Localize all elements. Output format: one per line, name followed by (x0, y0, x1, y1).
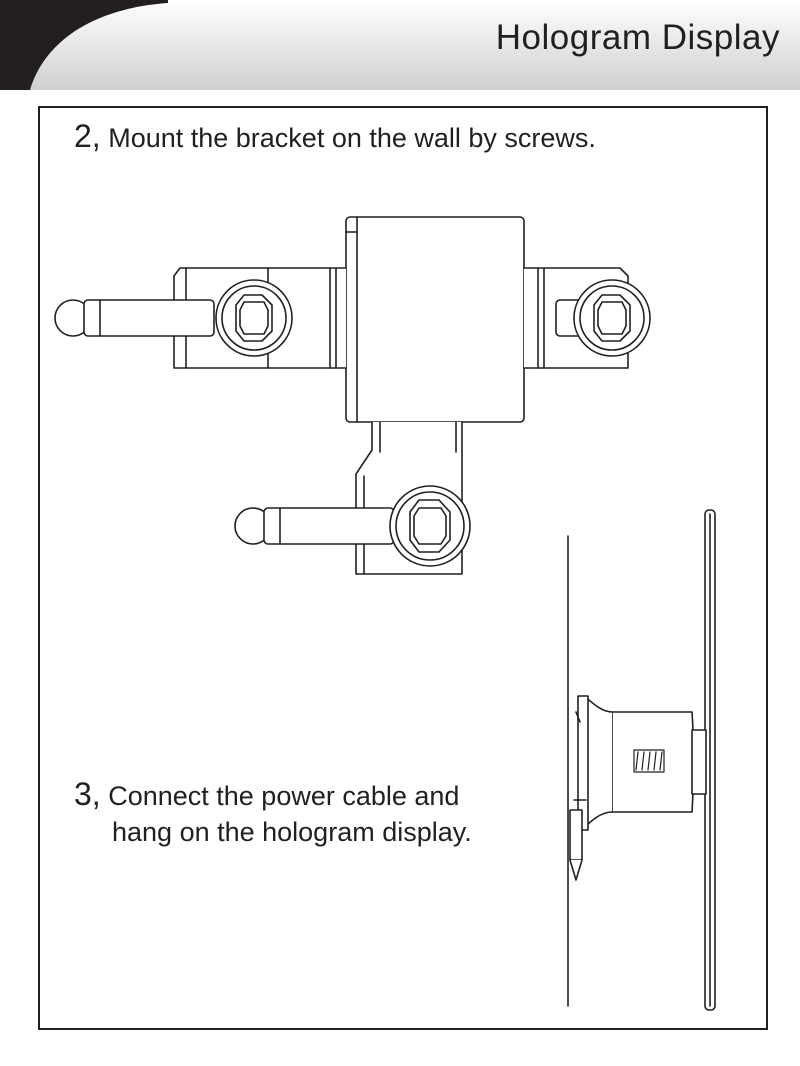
screw-left (215, 279, 293, 357)
step-2-instruction: Mount the bracket on the wall by screws. (108, 123, 596, 153)
step-3-instruction-line2: hang on the hologram display. (112, 817, 472, 847)
screw-lower (389, 485, 471, 567)
wall-mount-plate (569, 809, 583, 861)
step-2-number: 2, (74, 118, 101, 154)
instruction-panel: 2, Mount the bracket on the wall by scre… (38, 106, 768, 1030)
wall-anchor-lower (234, 507, 395, 545)
top-screw (575, 711, 581, 723)
wall-bracket-illustration (54, 216, 651, 575)
wall-anchor-left (54, 299, 215, 337)
step-3-number: 3, (74, 776, 101, 812)
vent-grille (633, 749, 665, 773)
header-banner (0, 0, 800, 90)
step-3-text: 3, Connect the power cable and hang on t… (74, 776, 472, 850)
hologram-side-view-illustration (567, 509, 716, 1011)
step-3-instruction-line1: Connect the power cable and (108, 781, 460, 811)
screw-right (573, 279, 651, 357)
header-corner-swoosh (0, 0, 168, 90)
page-header: Hologram Display (0, 0, 800, 90)
step-2-text: 2, Mount the bracket on the wall by scre… (74, 118, 596, 156)
bottom-screw (569, 859, 583, 881)
page-title: Hologram Display (495, 18, 780, 57)
bracket-center-plate (345, 216, 525, 423)
motor-housing (611, 711, 695, 813)
